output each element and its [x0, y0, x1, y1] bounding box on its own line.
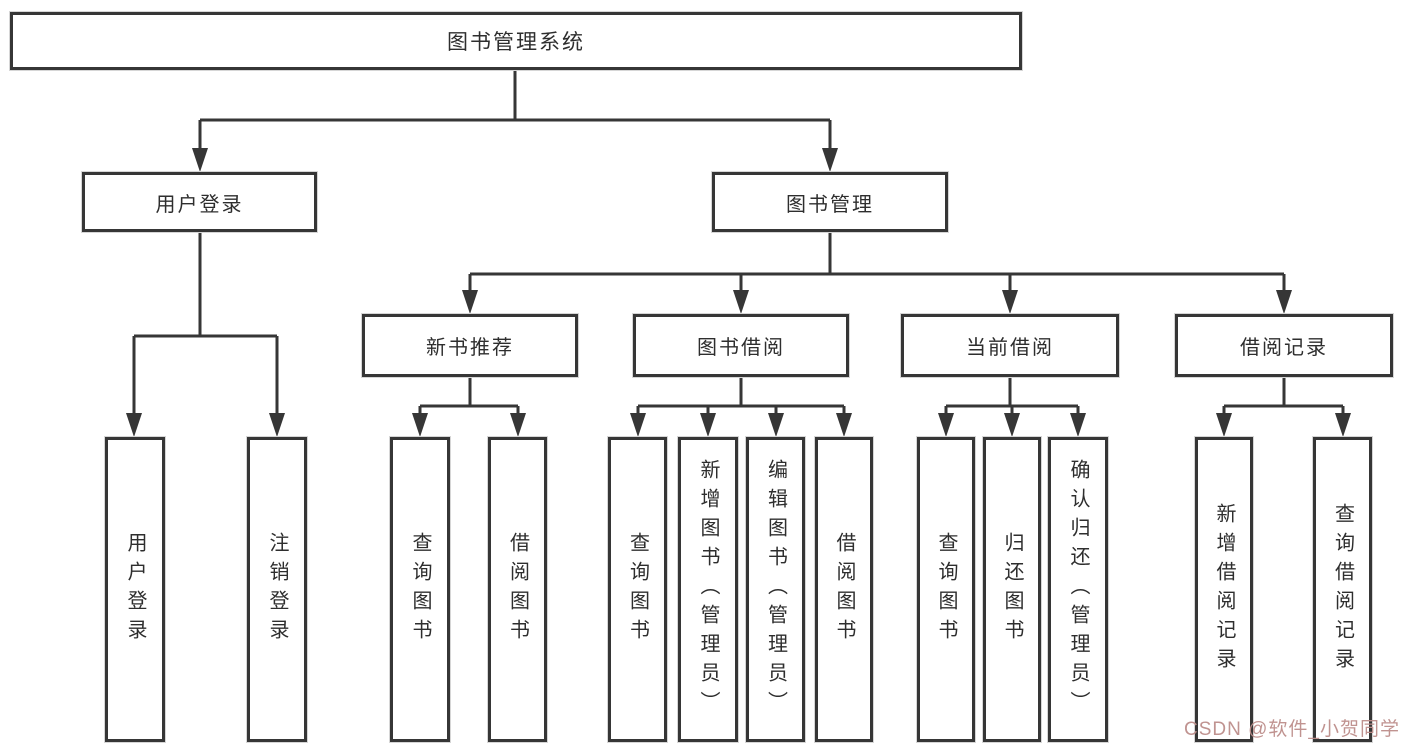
node-new-book-recommend: 新书推荐 — [362, 314, 578, 377]
watermark: CSDN @软件_小贺同学 — [1184, 719, 1400, 740]
node-leaf-logout: 注销登录 — [247, 437, 307, 742]
node-leaf-query-books-1: 查询图书 — [390, 437, 450, 742]
node-new-book-recommend-label: 新书推荐 — [426, 337, 514, 359]
connector-records — [1222, 377, 1345, 416]
node-leaf-borrow-books-2-label: 借阅图书 — [833, 531, 855, 648]
node-book-borrow: 图书借阅 — [633, 314, 849, 377]
node-system-root-label: 图书管理系统 — [447, 31, 585, 54]
connector-new-books — [418, 377, 520, 416]
node-book-management-label: 图书管理 — [786, 193, 874, 216]
connector-user-login — [132, 232, 279, 416]
node-leaf-return-books-label: 归还图书 — [1001, 531, 1023, 648]
node-leaf-add-borrow-record: 新增借阅记录 — [1195, 437, 1253, 742]
arrowheads — [126, 148, 1351, 437]
node-leaf-borrow-books-1: 借阅图书 — [488, 437, 547, 742]
node-leaf-confirm-return-admin: 确认归还（管理员） — [1048, 437, 1108, 742]
connector-current — [944, 377, 1080, 416]
node-leaf-query-borrow-record: 查询借阅记录 — [1313, 437, 1372, 742]
node-leaf-edit-books-admin-label: 编辑图书（管理员） — [764, 459, 787, 720]
node-borrow-records-label: 借阅记录 — [1240, 337, 1328, 359]
node-current-borrow: 当前借阅 — [901, 314, 1119, 377]
connector-borrowing — [636, 377, 846, 416]
node-leaf-add-books-admin: 新增图书（管理员） — [678, 437, 738, 742]
node-leaf-logout-label: 注销登录 — [266, 531, 288, 648]
node-borrow-records: 借阅记录 — [1175, 314, 1393, 377]
node-current-borrow-label: 当前借阅 — [966, 337, 1054, 359]
node-leaf-add-borrow-record-label: 新增借阅记录 — [1213, 502, 1235, 677]
node-book-borrow-label: 图书借阅 — [697, 337, 785, 359]
node-leaf-query-books-1-label: 查询图书 — [409, 531, 431, 648]
node-leaf-edit-books-admin: 编辑图书（管理员） — [746, 437, 805, 742]
node-system-root: 图书管理系统 — [10, 12, 1022, 70]
node-leaf-confirm-return-admin-label: 确认归还（管理员） — [1067, 459, 1089, 720]
node-leaf-user-login: 用户登录 — [105, 437, 165, 742]
node-leaf-borrow-books-1-label: 借阅图书 — [506, 531, 529, 648]
node-leaf-query-borrow-record-label: 查询借阅记录 — [1331, 502, 1354, 677]
node-leaf-borrow-books-2: 借阅图书 — [815, 437, 873, 742]
node-leaf-query-books-3-label: 查询图书 — [935, 531, 957, 648]
node-user-login: 用户登录 — [82, 172, 317, 232]
node-leaf-add-books-admin-label: 新增图书（管理员） — [697, 459, 719, 720]
node-leaf-query-books-2-label: 查询图书 — [626, 531, 649, 648]
connector-root — [198, 70, 832, 150]
node-leaf-return-books: 归还图书 — [983, 437, 1041, 742]
node-leaf-user-login-label: 用户登录 — [124, 531, 146, 648]
node-leaf-query-books-3: 查询图书 — [917, 437, 975, 742]
node-user-login-label: 用户登录 — [155, 193, 244, 216]
node-leaf-query-books-2: 查询图书 — [608, 437, 667, 742]
connector-book-mgmt — [468, 232, 1286, 292]
node-book-management: 图书管理 — [712, 172, 948, 232]
